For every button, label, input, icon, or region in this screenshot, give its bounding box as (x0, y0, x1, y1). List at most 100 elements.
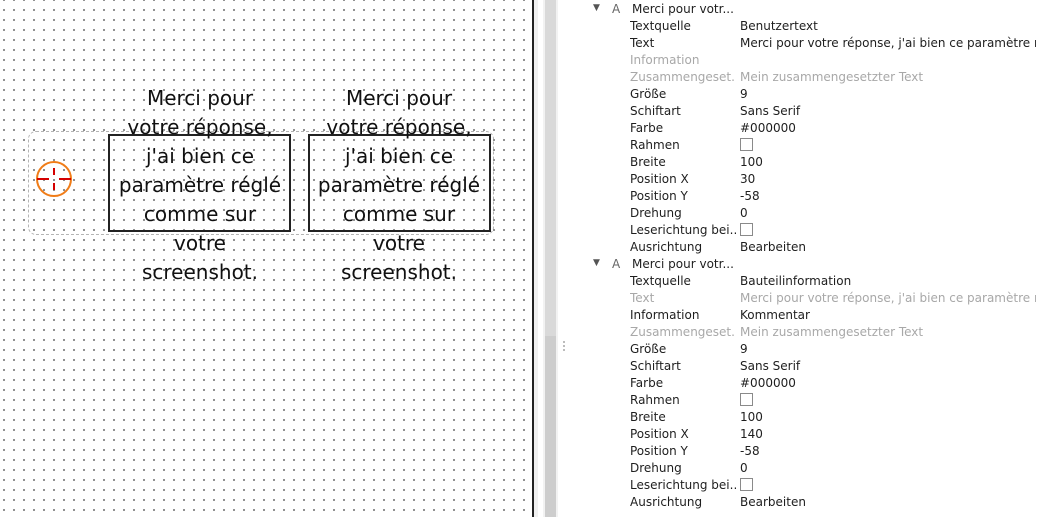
property-value: Merci pour votre réponse, j'ai bien ce p… (740, 291, 1036, 305)
property-value[interactable]: #000000 (740, 121, 796, 135)
property-row[interactable]: Rahmen (587, 137, 1038, 154)
property-key: Textquelle (630, 274, 691, 288)
drawing-canvas[interactable]: Merci pour votre réponse, j'ai bien ce p… (0, 0, 532, 517)
property-key: Farbe (630, 376, 664, 390)
property-row[interactable]: Größe 9 (587, 86, 1038, 103)
property-row[interactable]: Rahmen (587, 392, 1038, 409)
property-row[interactable]: Text Merci pour votre réponse, j'ai bien … (587, 35, 1038, 52)
property-value[interactable]: Kommentar (740, 308, 810, 322)
property-row[interactable]: Leserichtung bei... (587, 222, 1038, 239)
text-line: comme sur (342, 202, 456, 226)
text-line: screenshot. (141, 260, 258, 284)
property-value[interactable]: Bearbeiten (740, 495, 806, 509)
property-row[interactable]: Textquelle Bauteilinformation (587, 273, 1038, 290)
property-value: Mein zusammengesetzter Text (740, 70, 924, 84)
text-line: votre (173, 231, 226, 255)
text-line: votre (372, 231, 425, 255)
property-value[interactable]: Bauteilinformation (740, 274, 852, 288)
property-row[interactable]: Information Kommentar (587, 307, 1038, 324)
property-value[interactable]: -58 (740, 189, 760, 203)
property-row[interactable]: Position X 30 (587, 171, 1038, 188)
property-value[interactable]: Bearbeiten (740, 240, 806, 254)
property-value[interactable]: 0 (740, 206, 748, 220)
property-key: Information (630, 308, 700, 322)
scrollbar-track-upper[interactable] (545, 0, 556, 336)
property-row[interactable]: Position Y -58 (587, 443, 1038, 460)
property-key: Position Y (630, 189, 688, 203)
text-line: j'ai bien ce (344, 144, 454, 168)
text-line: Merci pour (146, 86, 254, 110)
property-row: Zusammengeset...Mein zusammengesetzter T… (587, 324, 1038, 341)
property-row[interactable]: Breite 100 (587, 154, 1038, 171)
checkbox[interactable] (740, 478, 753, 491)
text-line: votre réponse, (326, 115, 472, 139)
property-row[interactable]: Größe 9 (587, 341, 1038, 358)
selection-outline (28, 131, 494, 235)
property-key: Breite (630, 155, 666, 169)
property-row[interactable]: Farbe#000000 (587, 120, 1038, 137)
chevron-down-icon[interactable]: ▼ (593, 3, 600, 13)
panel-splitter[interactable] (534, 0, 538, 517)
property-value: Mein zusammengesetzter Text (740, 325, 924, 339)
property-value[interactable]: #000000 (740, 376, 796, 390)
text-line: paramètre réglé (118, 173, 282, 197)
text-frame-2[interactable] (308, 134, 491, 232)
property-value[interactable]: Sans Serif (740, 359, 801, 373)
property-value[interactable]: 100 (740, 155, 763, 169)
checkbox[interactable] (740, 393, 753, 406)
scrollbar-thumb[interactable] (545, 336, 556, 517)
property-key: Drehung (630, 461, 682, 475)
text-item-2[interactable]: Merci pour votre réponse, j'ai bien ce p… (304, 84, 494, 287)
property-key: Leserichtung bei... (630, 478, 736, 492)
property-key: Leserichtung bei... (630, 223, 736, 237)
property-row[interactable]: Drehung 0 (587, 460, 1038, 477)
property-value[interactable]: -58 (740, 444, 760, 458)
property-value[interactable]: 0 (740, 461, 748, 475)
property-value[interactable]: 100 (740, 410, 763, 424)
property-key: Position Y (630, 444, 688, 458)
text-line: Merci pour (345, 86, 453, 110)
text-line: comme sur (143, 202, 257, 226)
property-row[interactable]: Breite 100 (587, 409, 1038, 426)
property-row[interactable]: Leserichtung bei... (587, 477, 1038, 494)
property-value[interactable]: Sans Serif (740, 104, 801, 118)
property-row: Zusammengeset... Mein zusammengesetzter T… (587, 69, 1038, 86)
text-line: j'ai bien ce (145, 144, 255, 168)
property-key: Größe (630, 87, 667, 101)
property-row[interactable]: Schiftart Sans Serif (587, 103, 1038, 120)
property-value[interactable]: Benutzertext (740, 19, 818, 33)
property-row[interactable]: Farbe #000000 (587, 375, 1038, 392)
chevron-down-icon[interactable]: ▼ (593, 258, 600, 268)
text-item-1[interactable]: Merci pour votre réponse, j'ai bien ce p… (105, 84, 295, 287)
property-value[interactable]: Merci pour votre réponse, j'ai bien ce p… (740, 36, 1036, 50)
origin-crosshair-icon[interactable] (35, 160, 73, 198)
property-key: Zusammengeset... (630, 70, 736, 84)
property-value[interactable]: 9 (740, 87, 748, 101)
property-key: Breite (630, 410, 666, 424)
checkbox[interactable] (740, 223, 753, 236)
property-key: Größe (630, 342, 667, 356)
text-item-icon: A (612, 2, 621, 16)
property-value[interactable]: 140 (740, 427, 763, 441)
property-row[interactable]: Ausrichtung Bearbeiten (587, 239, 1038, 256)
property-key: Text (630, 36, 655, 50)
property-row[interactable]: Position Y -58 (587, 188, 1038, 205)
property-key: Position X (630, 172, 689, 186)
property-key: Schiftart (630, 104, 681, 118)
property-key: Position X (630, 427, 689, 441)
property-key: Drehung (630, 206, 682, 220)
checkbox[interactable] (740, 138, 753, 151)
property-value[interactable]: 30 (740, 172, 756, 186)
property-row[interactable]: Position X 140 (587, 426, 1038, 443)
property-value[interactable]: 9 (740, 342, 748, 356)
text-frame-1[interactable] (108, 134, 291, 232)
property-key: Ausrichtung (630, 240, 703, 254)
splitter-grip-icon[interactable] (563, 340, 565, 352)
property-row[interactable]: Drehung 0 (587, 205, 1038, 222)
